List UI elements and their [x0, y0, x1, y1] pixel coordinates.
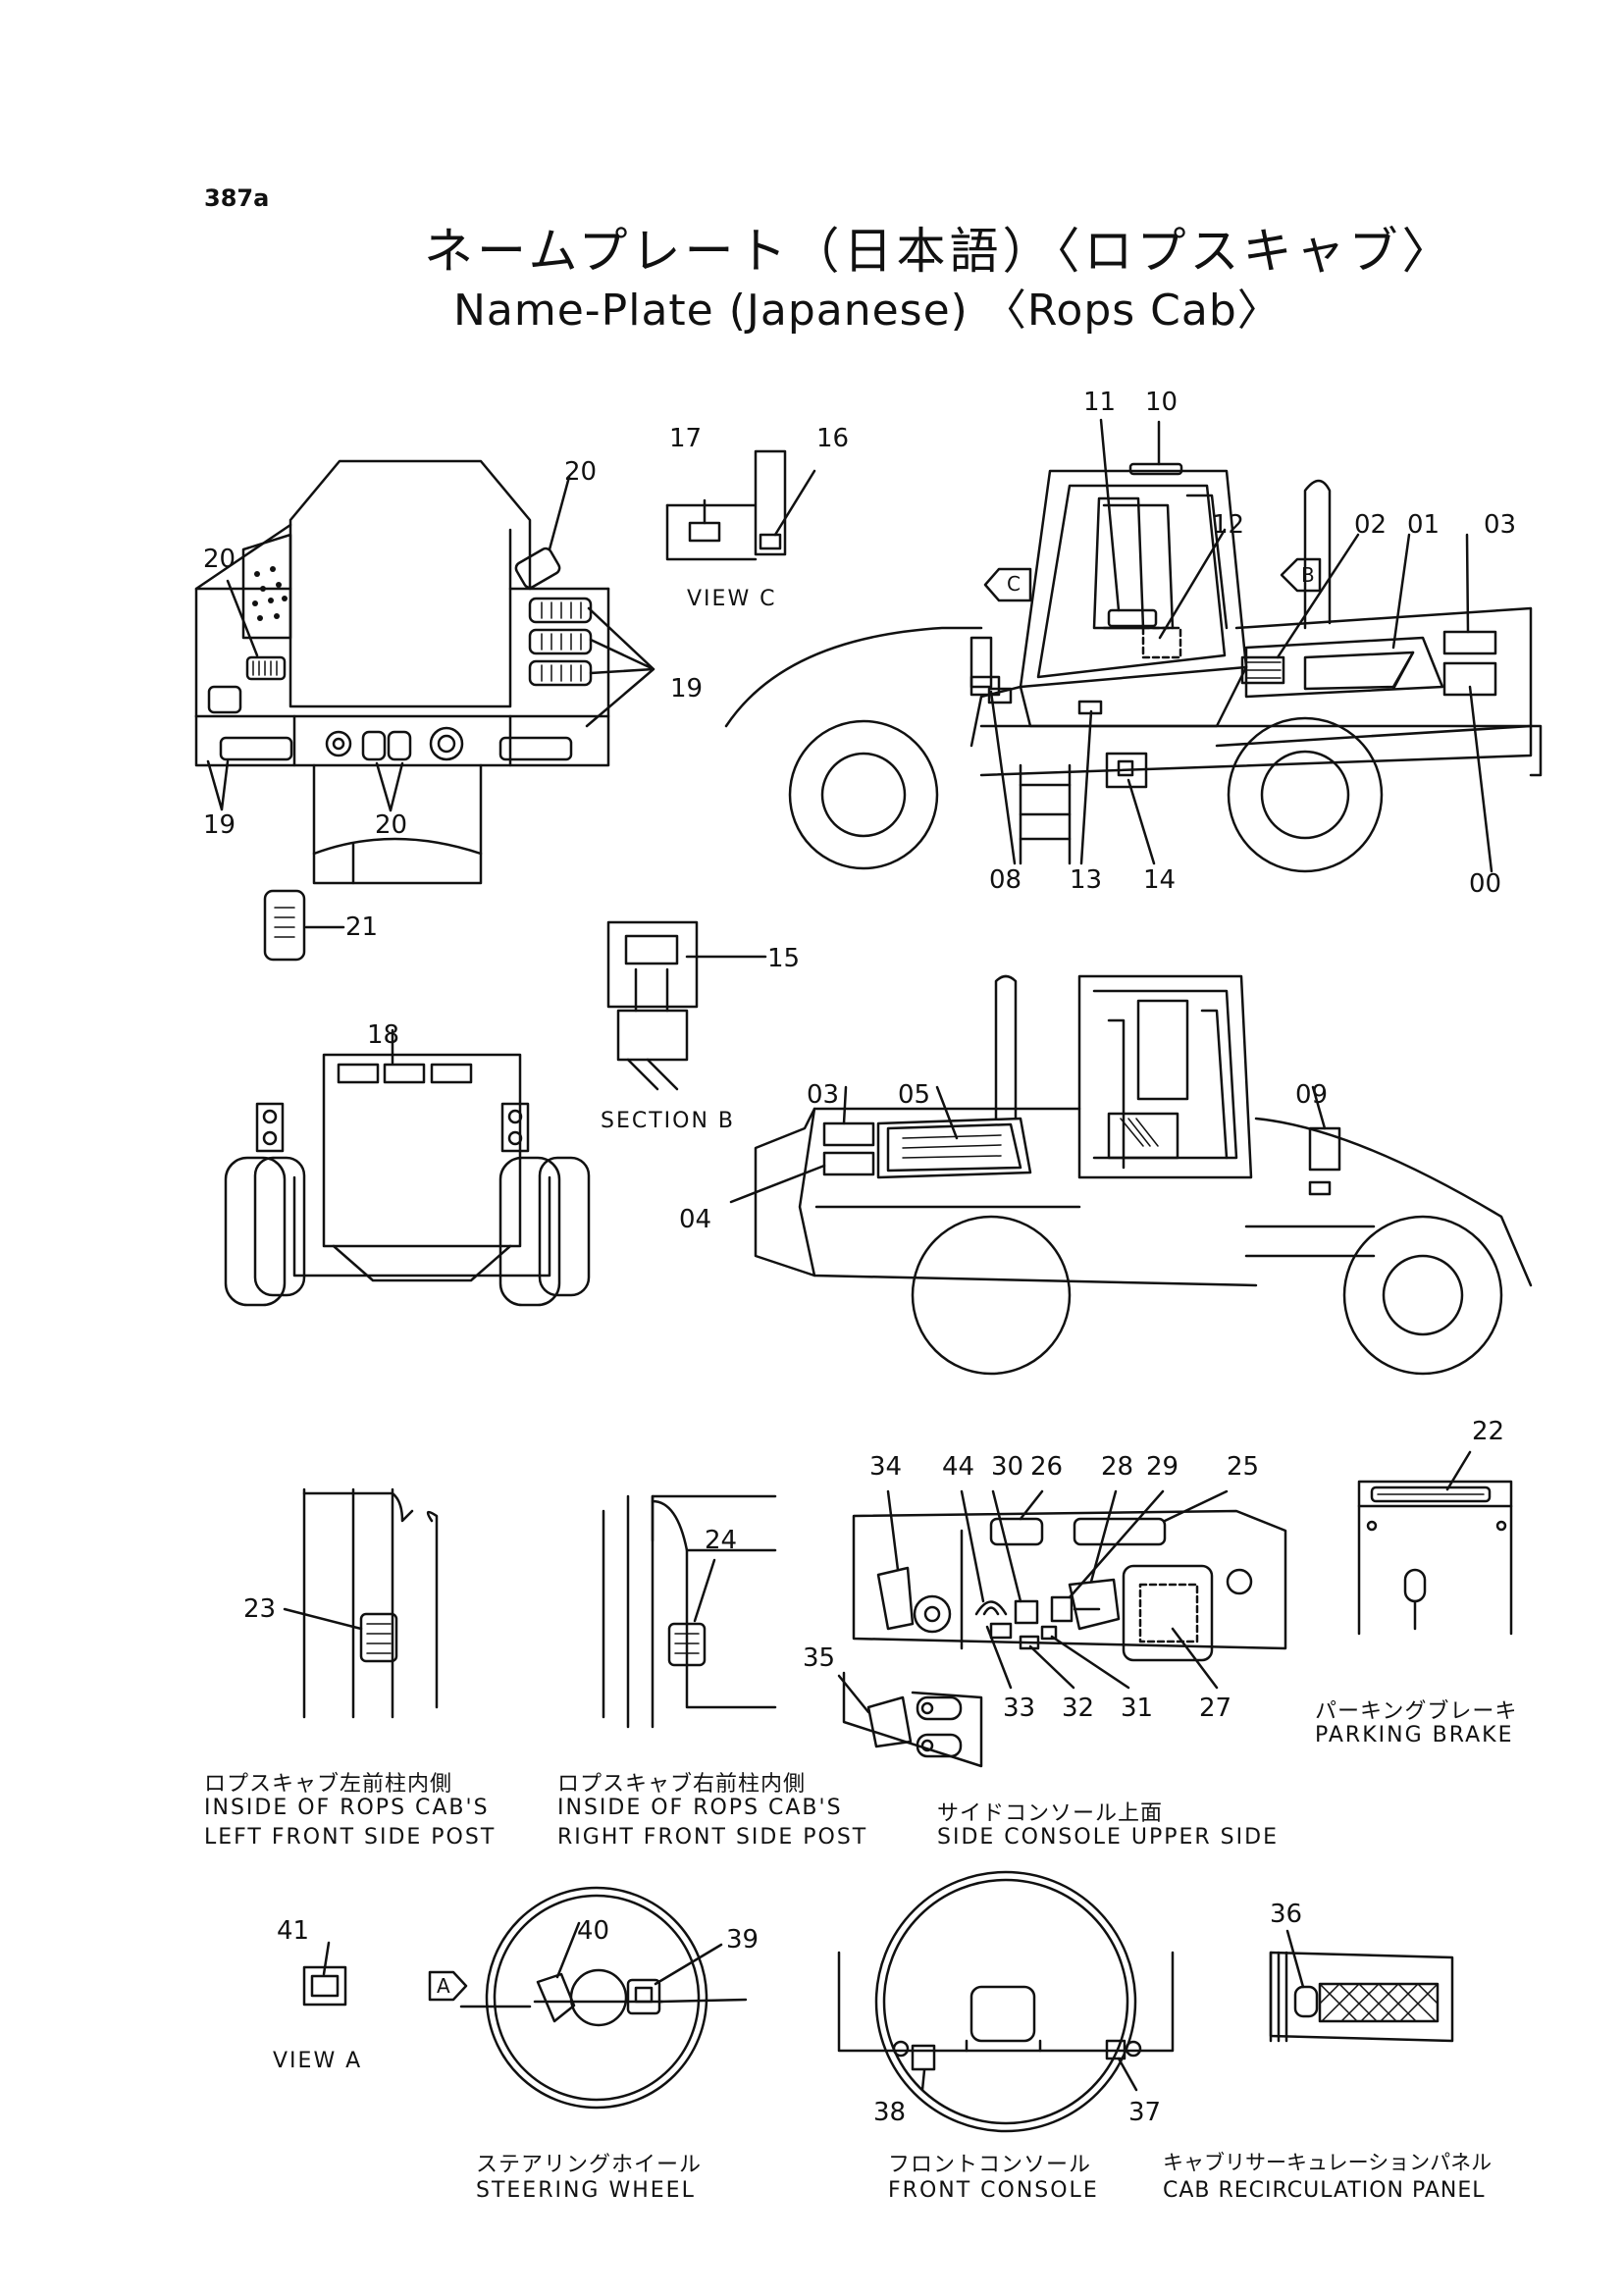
right-post-drawing [602, 1494, 777, 1729]
label-part-24: 24 [705, 1526, 738, 1555]
caption-steering-wheel-en: STEERING WHEEL [476, 2178, 696, 2203]
label-part-03-top: 03 [1484, 510, 1517, 540]
label-part-08: 08 [989, 865, 1022, 895]
front-console-drawing [837, 1870, 1175, 2133]
page-number: 387a [204, 184, 270, 212]
caption-left-post-en-2: LEFT FRONT SIDE POST [204, 1825, 497, 1850]
caption-front-console-jp: フロントコンソール [888, 2153, 1092, 2177]
caption-parking-brake-jp: パーキングブレーキ [1315, 1699, 1518, 1724]
caption-cab-recirc-jp: キャブリサーキュレーションパネル [1163, 2151, 1493, 2174]
label-part-00: 00 [1469, 869, 1502, 899]
view-a-label: VIEW A [273, 2049, 363, 2073]
label-part-11: 11 [1083, 388, 1117, 417]
caption-side-console-jp: サイドコンソール上面 [937, 1801, 1164, 1826]
front-view-drawing [194, 459, 655, 962]
section-b-drawing [606, 920, 767, 1091]
label-part-19-left: 19 [203, 810, 236, 840]
label-part-26: 26 [1030, 1452, 1064, 1482]
rear-view-drawing [224, 1028, 591, 1307]
label-part-40: 40 [577, 1916, 610, 1946]
marker-b: B [1301, 563, 1315, 587]
label-part-35: 35 [803, 1643, 836, 1673]
caption-steering-wheel-jp: ステアリングホイール [476, 2153, 703, 2177]
caption-cab-recirc-en: CAB RECIRCULATION PANEL [1163, 2178, 1486, 2203]
label-part-29: 29 [1146, 1452, 1179, 1482]
caption-left-post-jp: ロプスキャブ左前柱内側 [204, 1772, 453, 1797]
label-part-20-left: 20 [203, 545, 236, 574]
label-part-33: 33 [1003, 1694, 1036, 1723]
parking-brake-drawing [1357, 1450, 1513, 1636]
label-part-34: 34 [869, 1452, 903, 1482]
label-part-36: 36 [1270, 1900, 1303, 1929]
label-part-04: 04 [679, 1205, 712, 1234]
label-part-16: 16 [816, 424, 850, 453]
label-part-21: 21 [345, 912, 379, 942]
label-part-18: 18 [367, 1020, 400, 1050]
view-c-drawing [665, 449, 816, 561]
label-part-09: 09 [1295, 1080, 1329, 1110]
label-part-20-bottom: 20 [375, 810, 408, 840]
label-part-02: 02 [1354, 510, 1388, 540]
label-part-41: 41 [277, 1916, 310, 1946]
label-part-25: 25 [1227, 1452, 1260, 1482]
label-part-12: 12 [1212, 510, 1245, 540]
side-view-left-drawing [724, 418, 1543, 873]
label-part-32: 32 [1062, 1694, 1095, 1723]
label-part-27: 27 [1199, 1694, 1232, 1723]
view-c-label: VIEW C [687, 587, 777, 611]
caption-parking-brake-en: PARKING BRAKE [1315, 1723, 1514, 1747]
caption-right-post-en-2: RIGHT FRONT SIDE POST [557, 1825, 868, 1850]
title-english: Name-Plate (Japanese) 〈Rops Cab〉 [453, 286, 1282, 336]
label-part-20-top: 20 [564, 457, 598, 487]
caption-right-post-en-1: INSIDE OF ROPS CAB'S [557, 1796, 843, 1820]
caption-left-post-en-1: INSIDE OF ROPS CAB'S [204, 1796, 490, 1820]
label-part-30: 30 [991, 1452, 1024, 1482]
caption-side-console-en: SIDE CONSOLE UPPER SIDE [937, 1825, 1279, 1850]
side-console-drawing [837, 1489, 1287, 1768]
label-part-03-mid: 03 [807, 1080, 840, 1110]
label-part-23: 23 [243, 1594, 277, 1624]
label-part-22: 22 [1472, 1417, 1505, 1446]
label-part-38: 38 [873, 2098, 907, 2127]
label-part-15: 15 [767, 944, 801, 973]
label-part-19-right: 19 [670, 674, 704, 704]
marker-a: A [437, 1974, 450, 1998]
marker-c: C [1007, 572, 1021, 596]
steering-wheel-drawing [428, 1886, 748, 2110]
label-part-28: 28 [1101, 1452, 1134, 1482]
label-part-17: 17 [669, 424, 703, 453]
label-part-10: 10 [1145, 388, 1179, 417]
label-part-01: 01 [1407, 510, 1441, 540]
view-a-drawing [302, 1941, 347, 2007]
label-part-14: 14 [1143, 865, 1177, 895]
label-part-37: 37 [1128, 2098, 1162, 2127]
label-part-39: 39 [726, 1925, 760, 1955]
cab-recirc-drawing [1269, 1929, 1454, 2043]
label-part-05: 05 [898, 1080, 931, 1110]
label-part-13: 13 [1070, 865, 1103, 895]
section-b-label: SECTION B [601, 1109, 736, 1133]
caption-front-console-en: FRONT CONSOLE [888, 2178, 1099, 2203]
label-part-31: 31 [1121, 1694, 1154, 1723]
left-post-drawing [283, 1487, 439, 1719]
caption-right-post-jp: ロプスキャブ右前柱内側 [557, 1772, 807, 1797]
title-japanese: ネームプレート（日本語）〈ロプスキャブ〉 [424, 223, 1455, 280]
side-view-right-drawing [729, 974, 1533, 1376]
label-part-44: 44 [942, 1452, 975, 1482]
